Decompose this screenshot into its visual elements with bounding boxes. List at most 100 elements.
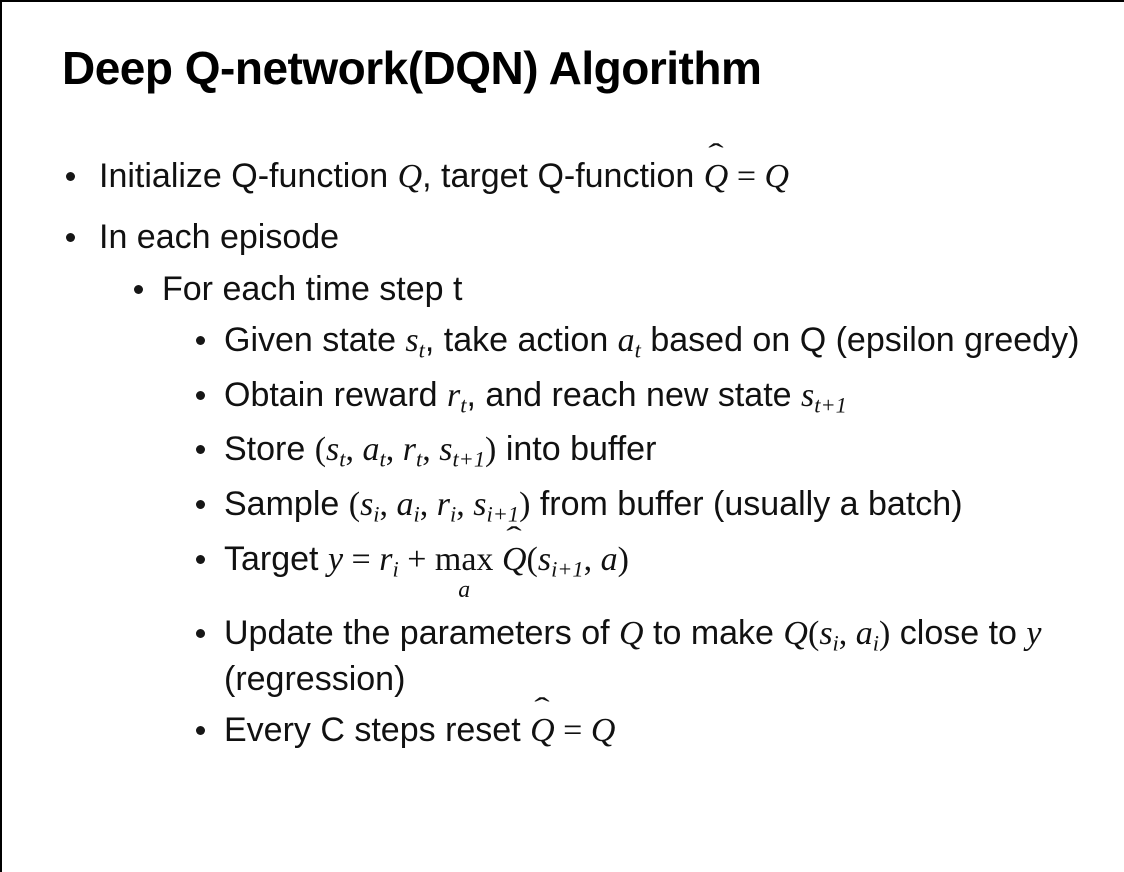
math-operator: max bbox=[434, 540, 494, 578]
math-variable: Q bbox=[501, 540, 527, 578]
math-plain: ) bbox=[617, 540, 629, 578]
math-subscript: i+1 bbox=[551, 555, 584, 581]
bullet-text: Obtain reward rt, and reach new state st… bbox=[224, 375, 847, 418]
math-subscript: i bbox=[373, 501, 380, 527]
math-variable: r bbox=[379, 540, 393, 578]
math-plain: = bbox=[554, 712, 591, 750]
math-subscript: i bbox=[872, 630, 880, 656]
bullet-text-run: Obtain reward bbox=[224, 375, 447, 414]
math-plain: ) bbox=[485, 431, 497, 469]
math-variable: a bbox=[855, 615, 873, 653]
math-variable: Q bbox=[764, 157, 790, 195]
math-variable: Q bbox=[619, 615, 644, 653]
math-subscript: t+1 bbox=[814, 392, 847, 418]
bullet-dot-icon bbox=[196, 445, 205, 455]
bullet-item: Sample (si, ai, ri, si+1) from buffer (u… bbox=[2, 483, 1124, 529]
math-subscript: t bbox=[460, 392, 467, 418]
bullet-text-run: Given state bbox=[224, 321, 406, 360]
math-variable: s bbox=[360, 486, 374, 524]
bullet-text-run: Initialize Q-function bbox=[99, 156, 398, 195]
math-variable: Q bbox=[703, 157, 729, 195]
math-variable: Q bbox=[530, 712, 555, 750]
bullet-text: Update the parameters of Q to make Q(si,… bbox=[224, 614, 1051, 698]
bullet-text-run: , take action bbox=[424, 321, 618, 360]
bullet-text-run: Every C steps reset bbox=[224, 711, 531, 750]
math-variable: s bbox=[819, 615, 833, 653]
math-under-subscript: a bbox=[458, 577, 471, 604]
math-variable: y bbox=[327, 540, 344, 578]
math-plain: , bbox=[385, 431, 403, 469]
math-variable: s bbox=[439, 431, 453, 469]
math-variable: a bbox=[600, 540, 618, 578]
math-plain: ( bbox=[314, 431, 327, 469]
math-subscript: i bbox=[832, 630, 839, 656]
math-plain: + bbox=[398, 540, 435, 578]
math-variable: r bbox=[402, 431, 416, 469]
math-variable: a bbox=[362, 431, 380, 469]
math-variable: Q bbox=[783, 615, 808, 653]
math-variable: s bbox=[473, 486, 487, 524]
math-variable: y bbox=[1026, 615, 1042, 653]
bullet-text-run: based on Q (epsilon greedy) bbox=[640, 321, 1080, 360]
math-plain: , bbox=[345, 431, 363, 469]
bullet-dot-icon bbox=[66, 171, 75, 181]
page-title: Deep Q-network(DQN) Algorithm bbox=[62, 42, 762, 94]
bullet-dot-icon bbox=[196, 390, 205, 400]
bullet-dot-icon bbox=[196, 726, 205, 736]
math-subscript: t bbox=[339, 446, 346, 472]
math-subscript: t+1 bbox=[452, 446, 486, 472]
bullet-text: Sample (si, ai, ri, si+1) from buffer (u… bbox=[224, 485, 963, 527]
hat-accent-icon: ˆ bbox=[506, 520, 522, 553]
math-variable: Q bbox=[590, 712, 616, 750]
math-plain: , bbox=[456, 486, 474, 524]
math-subscript: t bbox=[418, 337, 425, 363]
bullet-text-run: from buffer (usually a batch) bbox=[530, 485, 963, 524]
math-plain: ( bbox=[807, 615, 820, 653]
bullet-text-run: Sample bbox=[224, 485, 349, 524]
math-subscript: t bbox=[634, 337, 641, 363]
math-plain: ) bbox=[879, 615, 891, 653]
bullet-item: Initialize Q-function Q, target Q-functi… bbox=[2, 139, 1124, 199]
math-variable: r bbox=[436, 486, 450, 524]
math-subscript: i bbox=[392, 555, 399, 581]
bullet-item: For each time step t bbox=[2, 268, 1124, 311]
bullet-text-run: to make bbox=[643, 614, 784, 653]
math-plain: , bbox=[419, 486, 437, 524]
bullet-text-run: Store bbox=[224, 430, 315, 469]
bullet-text: For each time step t bbox=[162, 270, 462, 308]
math-plain: ) bbox=[519, 486, 531, 524]
bullet-dot-icon bbox=[134, 284, 143, 294]
bullet-text-run: , and reach new state bbox=[466, 375, 802, 414]
bullet-text: Given state st, take action at based on … bbox=[224, 321, 1080, 362]
bullet-item: Obtain reward rt, and reach new state st… bbox=[2, 374, 1124, 420]
math-variable: r bbox=[447, 376, 461, 414]
bullet-text-run: Update the parameters of bbox=[224, 614, 620, 653]
bullet-text-run: (regression) bbox=[224, 614, 1051, 698]
bullet-text: In each episode bbox=[99, 218, 339, 256]
math-subscript: i bbox=[450, 501, 457, 527]
bullet-item: Given state st, take action at based on … bbox=[2, 319, 1124, 365]
math-plain: ( bbox=[348, 486, 361, 524]
math-plain: = bbox=[343, 540, 380, 578]
math-subscript: i+1 bbox=[486, 501, 520, 527]
bullet-dot-icon bbox=[196, 629, 205, 639]
bullet-dot-icon bbox=[66, 232, 75, 242]
bullet-text-run: In each episode bbox=[99, 217, 340, 256]
bullet-item: In each episode bbox=[2, 216, 1124, 259]
bullet-text-run: For each time step t bbox=[162, 269, 463, 308]
math-subscript: i bbox=[413, 501, 420, 527]
bullet-dot-icon bbox=[196, 500, 205, 510]
bullet-dot-icon bbox=[196, 554, 205, 564]
math-variable: a bbox=[396, 486, 414, 524]
bullet-item: Store (st, at, rt, st+1) into buffer bbox=[2, 428, 1124, 474]
math-plain: , bbox=[838, 615, 856, 653]
bullet-list: Initialize Q-function Q, target Q-functi… bbox=[2, 139, 1124, 753]
math-variable: s bbox=[405, 322, 419, 360]
math-plain: , bbox=[422, 431, 440, 469]
